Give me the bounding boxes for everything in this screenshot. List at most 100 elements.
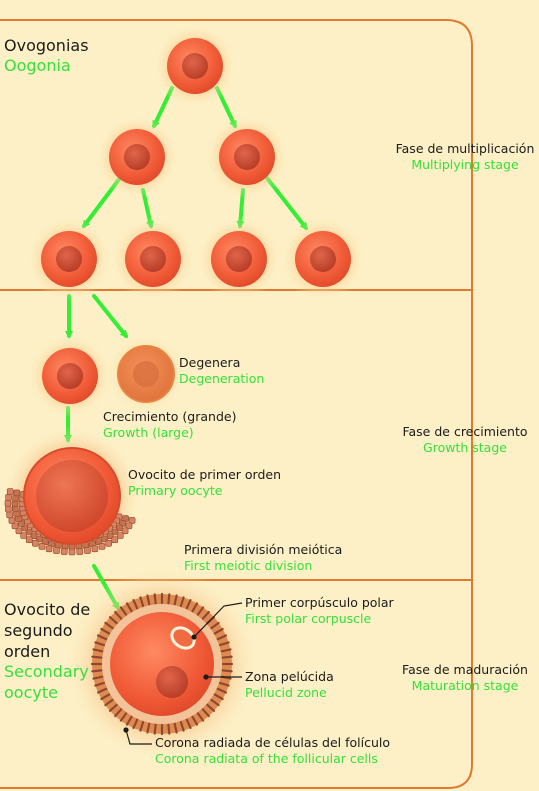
corona-cell — [153, 723, 157, 735]
label-pellucid-en: Pellucid zone — [245, 684, 327, 700]
corona-cell — [125, 602, 133, 613]
stage-maturation-es: Fase de maduración — [402, 662, 528, 677]
corona-cell — [185, 598, 192, 610]
follicle-cell — [5, 505, 12, 513]
corona-cell — [201, 610, 210, 620]
label-oogonia: Ovogonias Oogonia — [4, 36, 89, 76]
corona-cell — [139, 596, 145, 608]
follicle-cell — [125, 522, 133, 530]
oogonium-cell — [27, 217, 111, 301]
label-secondary-es-1: Ovocito de — [4, 600, 91, 619]
corona-cell — [132, 598, 139, 610]
label-secondary-en-2: oocyte — [4, 683, 58, 703]
corona-cell — [125, 715, 133, 726]
corona-cell — [213, 693, 224, 701]
follicle-cell — [68, 548, 76, 556]
follicle-cell — [6, 488, 14, 495]
follicle-cell — [13, 489, 21, 497]
follicle-cell — [91, 545, 99, 553]
corona-cell — [179, 720, 185, 732]
growing-cell — [28, 334, 112, 418]
corona-cell — [210, 698, 220, 707]
label-growth-en: Growth (large) — [103, 424, 194, 440]
corona-cell — [167, 723, 171, 735]
oogonium-cell — [281, 217, 365, 301]
corona-cell — [100, 627, 111, 635]
corona-cell — [216, 687, 227, 694]
corona-cell — [191, 715, 199, 726]
corona-cell — [139, 720, 145, 732]
follicle-cell — [38, 543, 46, 550]
label-degeneration-en: Degeneration — [179, 370, 265, 386]
label-polar-body-en: First polar corpuscle — [245, 610, 372, 626]
corona-cell — [221, 655, 233, 659]
pointer-lines — [123, 602, 243, 745]
corona-cell — [185, 718, 192, 730]
label-corona-en: Corona radiata of the follicular cells — [155, 750, 378, 766]
corona-cell — [94, 681, 106, 687]
corona-cell — [153, 593, 157, 605]
label-degeneration: Degenera Degeneration — [179, 355, 264, 386]
corona-cell — [196, 712, 205, 722]
follicle-cell — [60, 548, 68, 555]
follicle-cell — [6, 511, 13, 519]
stage-multiplying-es: Fase de multiplicación — [395, 141, 535, 156]
label-primary-oocyte-en: Primary oocyte — [128, 482, 223, 498]
follicle-cell — [105, 539, 112, 547]
corona-cell — [206, 703, 216, 712]
stage-multiplying-en: Multiplying stage — [411, 156, 519, 172]
degenerating-cell — [106, 334, 186, 414]
corona-cell — [220, 648, 232, 653]
corona-cell — [132, 718, 139, 730]
corona-cell — [146, 594, 151, 606]
label-degeneration-es: Degenera — [179, 355, 241, 370]
stage-growth-es: Fase de crecimiento — [402, 424, 528, 439]
corona-cell — [104, 698, 114, 707]
oogonium-cell — [205, 115, 289, 199]
follicle-cell — [84, 547, 91, 554]
stage-maturation: Fase de maduración Maturation stage — [390, 662, 539, 693]
follicle-cell — [45, 545, 53, 553]
corona-cell — [119, 712, 128, 722]
follicle-cell — [76, 548, 84, 555]
label-first-meiotic-en: First meiotic division — [184, 557, 313, 573]
follicle-cell — [31, 539, 39, 547]
label-oogonia-es: Ovogonias — [4, 36, 89, 55]
follicle-cell — [106, 532, 114, 540]
follicle-cell — [8, 517, 16, 524]
label-secondary-en-1: Secondary — [4, 662, 89, 682]
follicle-cell — [53, 547, 60, 554]
label-growth-es: Crecimiento (grande) — [103, 409, 237, 424]
corona-cell — [210, 621, 220, 630]
polar-body — [170, 626, 196, 650]
label-first-meiotic-es: Primera división meiótica — [184, 542, 343, 557]
follicle-cell — [20, 532, 28, 539]
label-pellucid-zone: Zona pelúcida Pellucid zone — [245, 669, 334, 700]
corona-cell — [94, 641, 106, 647]
follicle-cells — [4, 488, 136, 556]
label-growth: Crecimiento (grande) Growth (large) — [103, 409, 236, 440]
corona-cell — [91, 669, 103, 673]
corona-cell — [191, 602, 199, 613]
label-corona-radiata: Corona radiada de células del folículo C… — [155, 735, 390, 766]
oogonium-cell — [95, 115, 179, 199]
corona-cell — [201, 708, 210, 718]
label-polar-body: Primer corpúsculo polar First polar corp… — [245, 595, 394, 626]
oogonium-cell — [153, 24, 237, 108]
label-secondary-es-2: segundo — [4, 620, 73, 640]
primary-oocyte — [2, 426, 142, 566]
stage-multiplying: Fase de multiplicación Multiplying stage — [390, 141, 539, 172]
follicle-cell — [30, 532, 38, 540]
label-pellucid-es: Zona pelúcida — [245, 669, 334, 684]
follicle-cell — [121, 527, 129, 535]
stage-growth-en: Growth stage — [423, 439, 507, 455]
stage-maturation-en: Maturation stage — [411, 677, 519, 693]
corona-cell — [92, 675, 104, 680]
corona-cell — [173, 594, 178, 606]
corona-cell — [91, 655, 103, 659]
corona-cell — [100, 693, 111, 701]
corona-cell — [146, 722, 151, 734]
follicle-cell — [15, 527, 23, 535]
follicle-cell — [111, 536, 119, 544]
